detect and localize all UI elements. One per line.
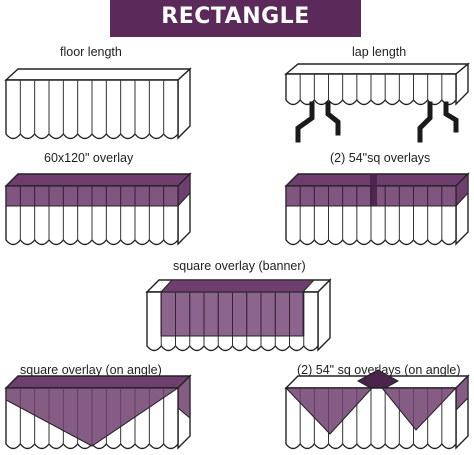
label-square-banner: square overlay (banner)	[173, 259, 306, 273]
square-angle-table	[4, 374, 192, 450]
square-banner-table	[145, 278, 332, 352]
title-banner: RECTANGLE	[110, 0, 361, 37]
overlay-60x120-table	[4, 172, 192, 246]
label-floor-length: floor length	[60, 45, 122, 59]
two-54-angle-table	[284, 369, 470, 450]
lap-length-table	[284, 62, 470, 143]
title: RECTANGLE	[161, 4, 310, 29]
two-54sq-table	[284, 172, 470, 246]
label-square-angle: square overlay (on angle)	[20, 363, 162, 377]
label-two-54sq: (2) 54"sq overlays	[330, 151, 431, 165]
label-overlay-60x120: 60x120" overlay	[44, 151, 134, 165]
label-lap-length: lap length	[352, 45, 407, 59]
table-legs	[295, 101, 459, 143]
floor-length-table	[4, 67, 192, 140]
